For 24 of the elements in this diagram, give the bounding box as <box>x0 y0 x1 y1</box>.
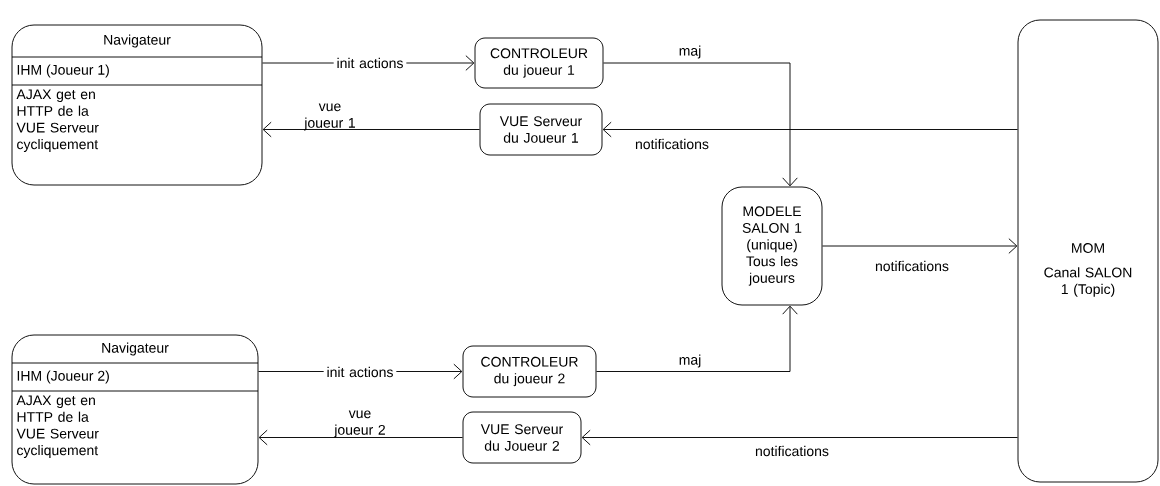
arrow <box>258 429 463 446</box>
process-box: CONTROLEUR du joueur 2 <box>462 345 597 398</box>
edge-label: vue joueur 1 <box>304 103 355 131</box>
edge-label: maj <box>679 45 701 59</box>
process-box: CONTROLEUR du joueur 1 <box>474 37 604 89</box>
arrow <box>822 238 1018 254</box>
arrow <box>581 429 1018 446</box>
edge-label: init actions <box>333 56 407 70</box>
edge-label: vue joueur 2 <box>334 410 385 438</box>
arrow <box>603 62 798 187</box>
edge-label: notifications <box>755 445 829 457</box>
arrow <box>262 121 480 138</box>
process-box: VUE Serveur du Joueur 1 <box>479 103 603 156</box>
process-box: VUE Serveur du Joueur 2 <box>462 411 582 464</box>
model-box: MODELE SALON 1 (unique) Tous les joueurs <box>721 186 823 306</box>
browser-box: Navigateur IHM (Joueur 2) AJAX get en HTTP de la VUE Serveur cycliquement <box>11 334 259 485</box>
edge-label: notifications <box>635 138 709 150</box>
edge-label: notifications <box>875 260 949 272</box>
arrow <box>602 121 1018 138</box>
channel-box: MOM Canal SALON 1 (Topic) <box>1017 19 1159 483</box>
arrow <box>596 305 798 372</box>
browser-box: Navigateur IHM (Joueur 1) AJAX get en HTTP de la VUE Serveur cycliquement <box>11 24 263 186</box>
edge-label: maj <box>679 354 701 368</box>
edge-label: init actions <box>323 365 397 379</box>
